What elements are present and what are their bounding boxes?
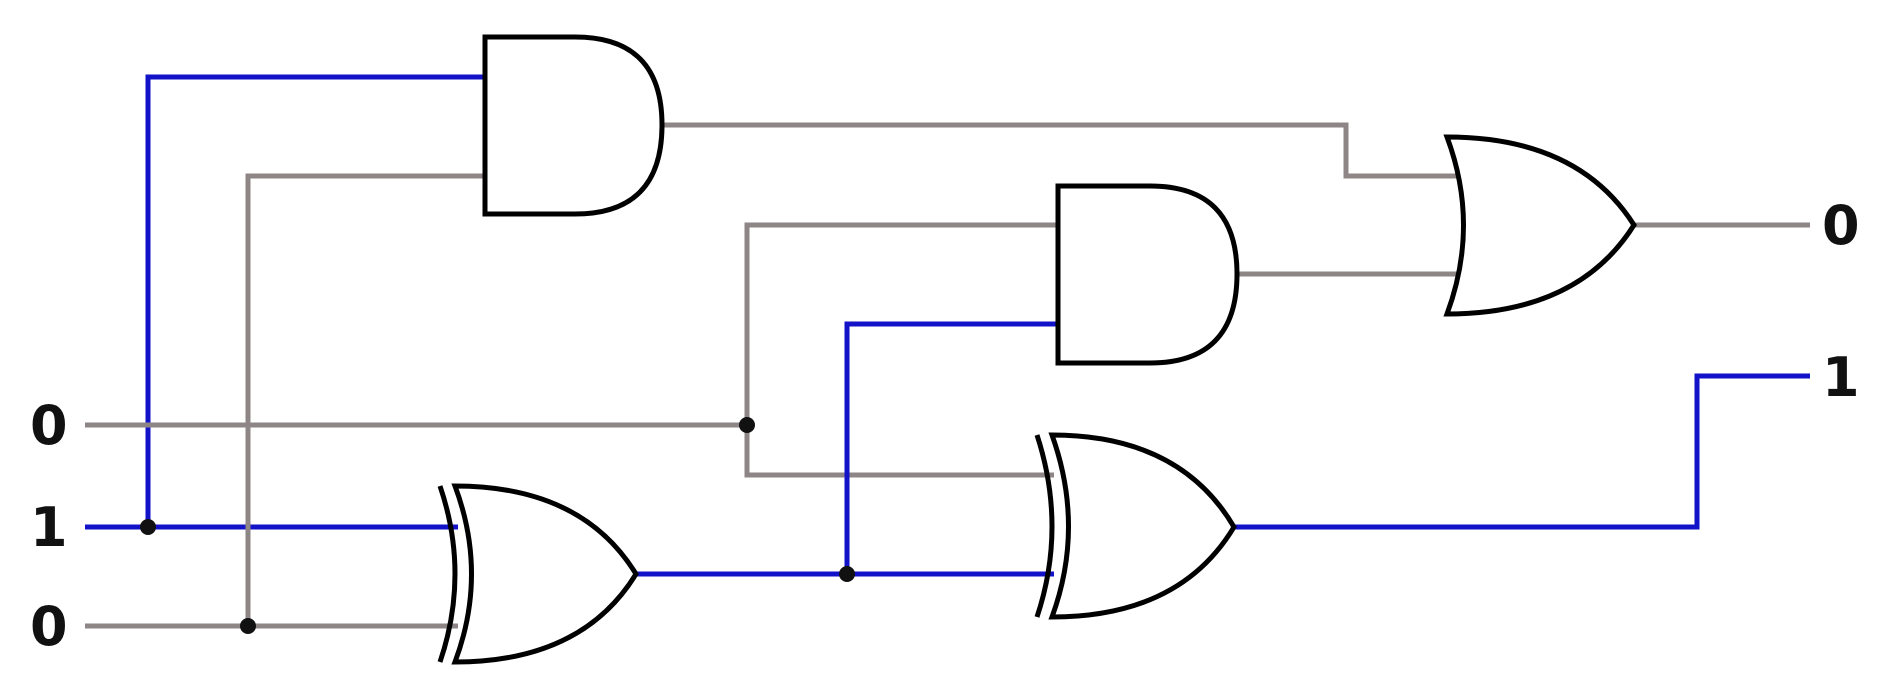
input-a-value: 0: [30, 394, 68, 457]
or-gate-carry: [1443, 134, 1637, 317]
wire-b-to-and-top: [145, 74, 485, 527]
wire-and-top-to-or: [662, 122, 1460, 179]
output-sum-value: 1: [1822, 346, 1860, 409]
and-gate-top: [482, 34, 665, 217]
input-cin-value: 0: [30, 595, 68, 658]
junction-dot-cin: [240, 618, 256, 634]
wire-a-to-xor-second: [744, 425, 1054, 478]
wire-xor-first-to-and-middle: [844, 321, 1058, 574]
junction-dot-a: [739, 417, 755, 433]
wire-cin-to-and-top: [245, 173, 485, 626]
input-b-value: 1: [30, 496, 68, 559]
junction-dot-b: [140, 519, 156, 535]
output-carry-value: 0: [1822, 194, 1860, 257]
junction-dot-xor-first-out: [839, 566, 855, 582]
wire-a-to-and-middle: [744, 222, 1058, 425]
wire-xor-second-to-sum-out: [1234, 373, 1810, 530]
and-gate-middle: [1055, 183, 1240, 366]
xor-gate-second: [1034, 432, 1237, 620]
xor-gate-first: [437, 483, 639, 665]
